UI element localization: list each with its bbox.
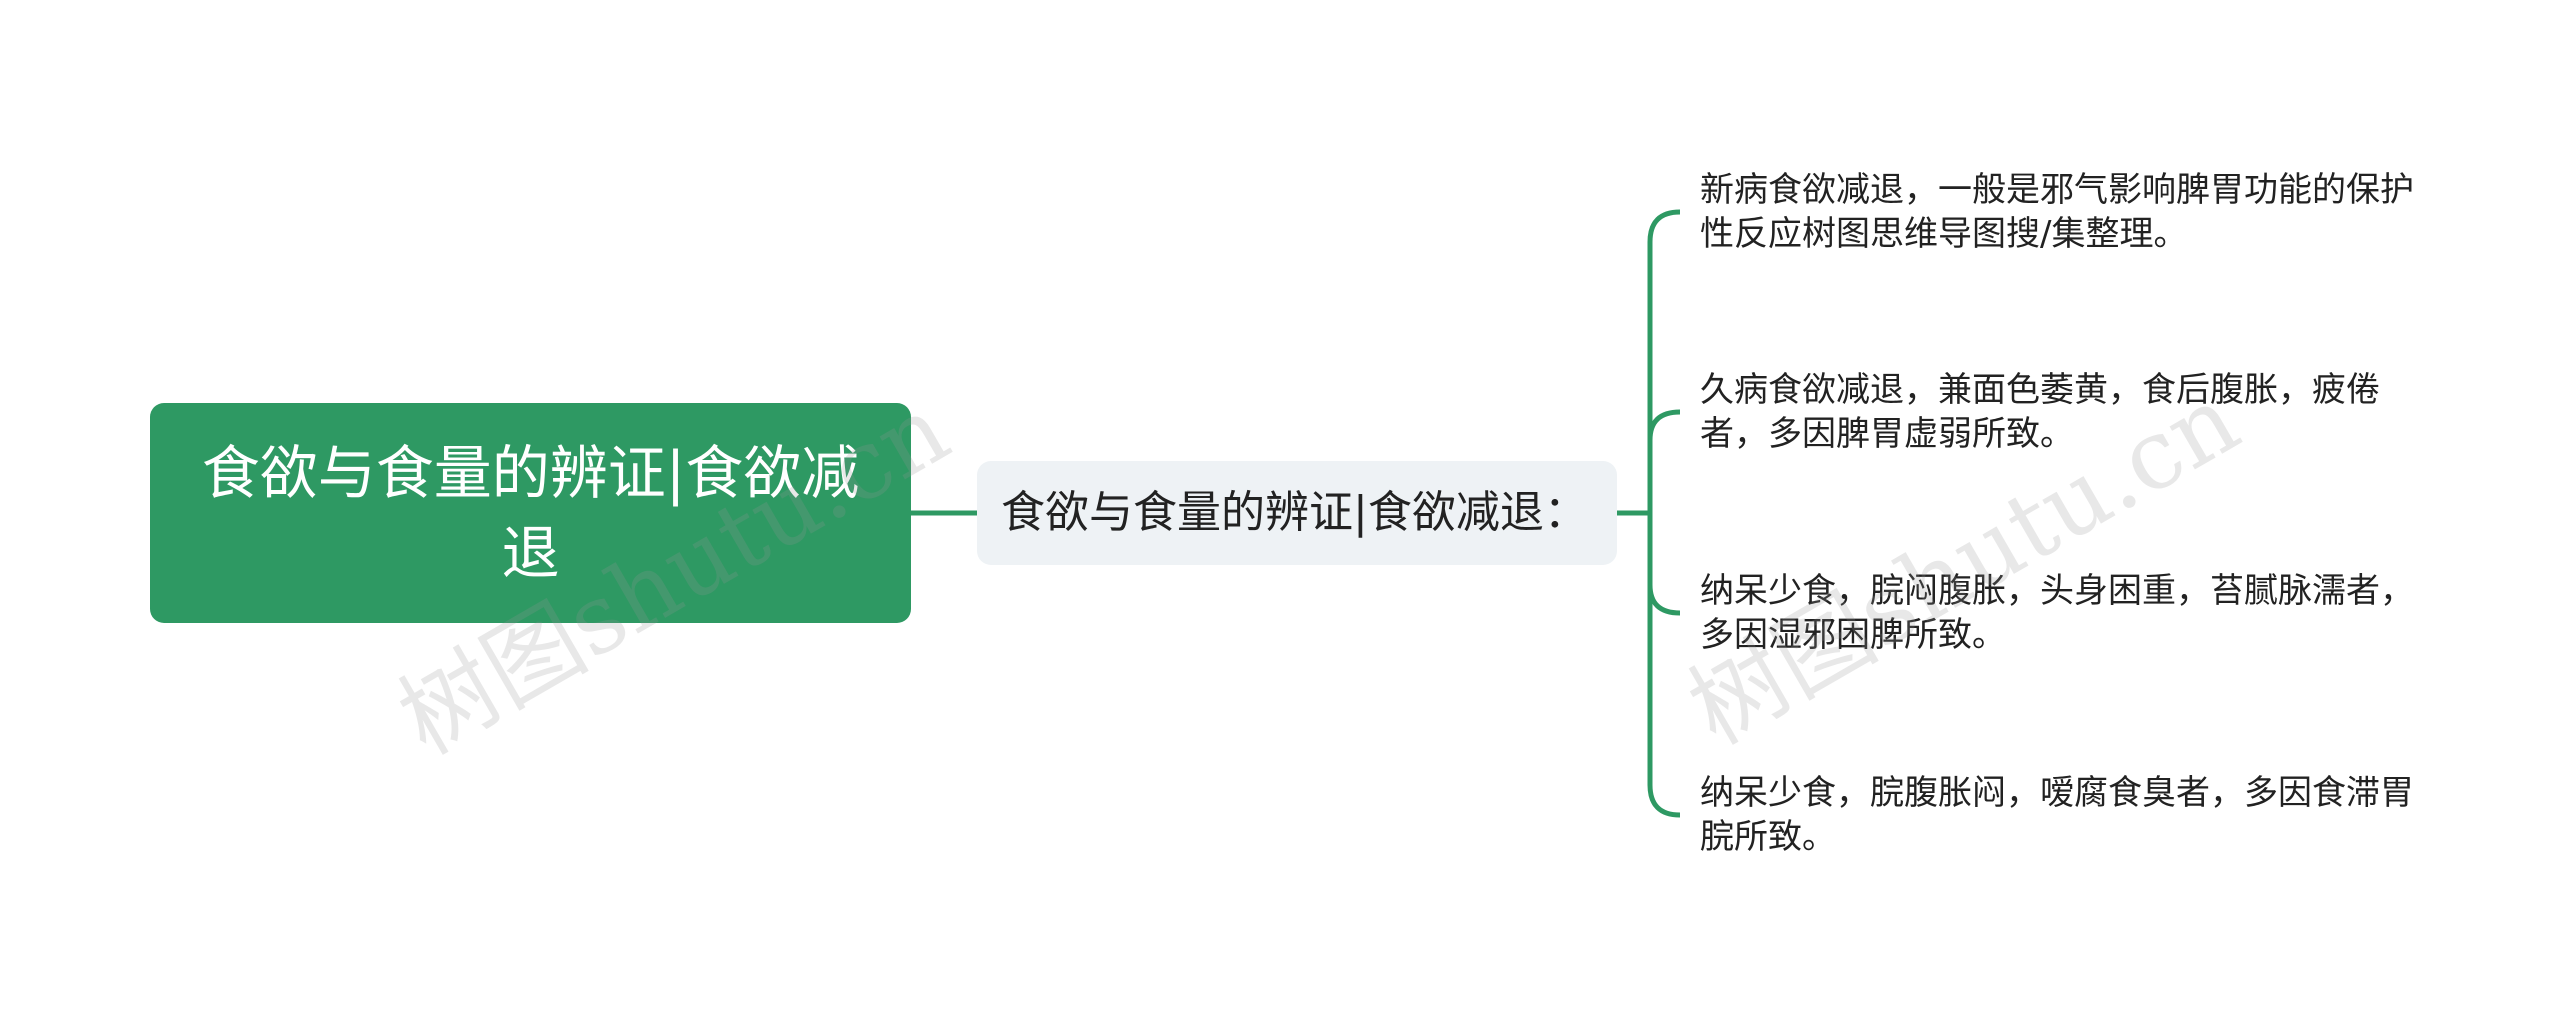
leaf-node-3[interactable]: 纳呆少食，脘闷腹胀，头身困重，苔腻脉濡者，多因湿邪困脾所致。 [1700,569,2420,657]
leaf-node-4[interactable]: 纳呆少食，脘腹胀闷，嗳腐食臭者，多因食滞胃脘所致。 [1700,771,2420,859]
leaf-node-text: 纳呆少食，脘闷腹胀，头身困重，苔腻脉濡者，多因湿邪困脾所致。 [1700,571,2414,655]
leaf-node-text: 新病食欲减退，一般是邪气影响脾胃功能的保护性反应树图思维导图搜/集整理。 [1700,170,2414,254]
leaf-3-connector [1647,584,1681,616]
root-node[interactable]: 食欲与食量的辨证|食欲减退 [150,403,911,623]
leaf-node-text: 纳呆少食，脘腹胀闷，嗳腐食臭者，多因食滞胃脘所致。 [1700,773,2414,857]
branch-node[interactable]: 食欲与食量的辨证|食欲减退： [977,461,1617,565]
leaf-node-2[interactable]: 久病食欲减退，兼面色萎黄，食后腹胀，疲倦者，多因脾胃虚弱所致。 [1700,368,2420,456]
leaf-2-connector [1647,409,1681,441]
leaf-bracket [1647,209,1681,818]
leaf-node-text: 久病食欲减退，兼面色萎黄，食后腹胀，疲倦者，多因脾胃虚弱所致。 [1700,370,2380,454]
leaf-node-1[interactable]: 新病食欲减退，一般是邪气影响脾胃功能的保护性反应树图思维导图搜/集整理。 [1700,168,2420,256]
branch-node-text: 食欲与食量的辨证|食欲减退： [1001,487,1588,538]
root-node-text: 食欲与食量的辨证|食欲减退 [201,439,860,587]
